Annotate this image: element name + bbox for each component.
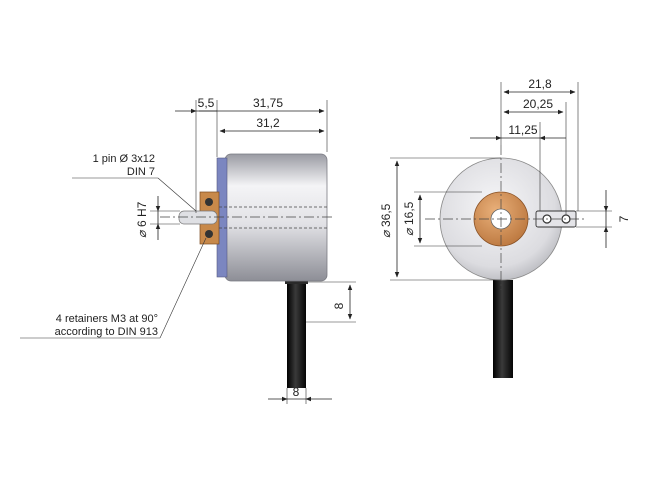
encoder-body: [224, 153, 328, 282]
dim-hub-diameter-symbol: ⌀: [402, 227, 416, 236]
note-pin-line1: 1 pin Ø 3x12: [93, 153, 155, 165]
dim-cable-diameter: 8: [293, 385, 300, 399]
dim-inner-width: 11,25: [508, 123, 537, 137]
dim-outer-diameter-symbol: ⌀: [379, 229, 393, 238]
dim-bore-diameter: 6 H7: [135, 201, 149, 227]
dim-pin-offset: 5,5: [198, 96, 215, 110]
dim-cable-offset: 8: [332, 302, 346, 309]
side-view: 5,5 31,75 31,2 ⌀ 6 H7 1 pin Ø 3x12 DIN 7…: [20, 96, 356, 404]
note-retainers-line1: 4 retainers M3 at 90°: [56, 313, 158, 325]
dim-hub-diameter: 16,5: [402, 201, 416, 225]
dim-bore-diameter-symbol: ⌀: [135, 229, 149, 238]
retainer-screw-bottom: [205, 230, 213, 238]
dim-overall-length: 31,75: [253, 96, 283, 110]
dim-outer-diameter: 36,5: [379, 203, 393, 227]
pin: [178, 210, 218, 225]
front-view: 21,8 20,25 11,25 ⌀ 36,5 ⌀ 16,5 7: [379, 77, 631, 378]
retainer-screw-top: [205, 198, 213, 206]
dim-body-length: 31,2: [256, 116, 280, 130]
cable-side: [287, 278, 306, 388]
cable-front: [493, 280, 513, 378]
dim-slot-height: 7: [617, 215, 631, 222]
note-pin-line2: DIN 7: [127, 166, 155, 178]
dim-mid-width: 20,25: [523, 97, 553, 111]
note-retainers-line2: according to DIN 913: [55, 326, 158, 338]
dim-total-width: 21,8: [528, 77, 552, 91]
